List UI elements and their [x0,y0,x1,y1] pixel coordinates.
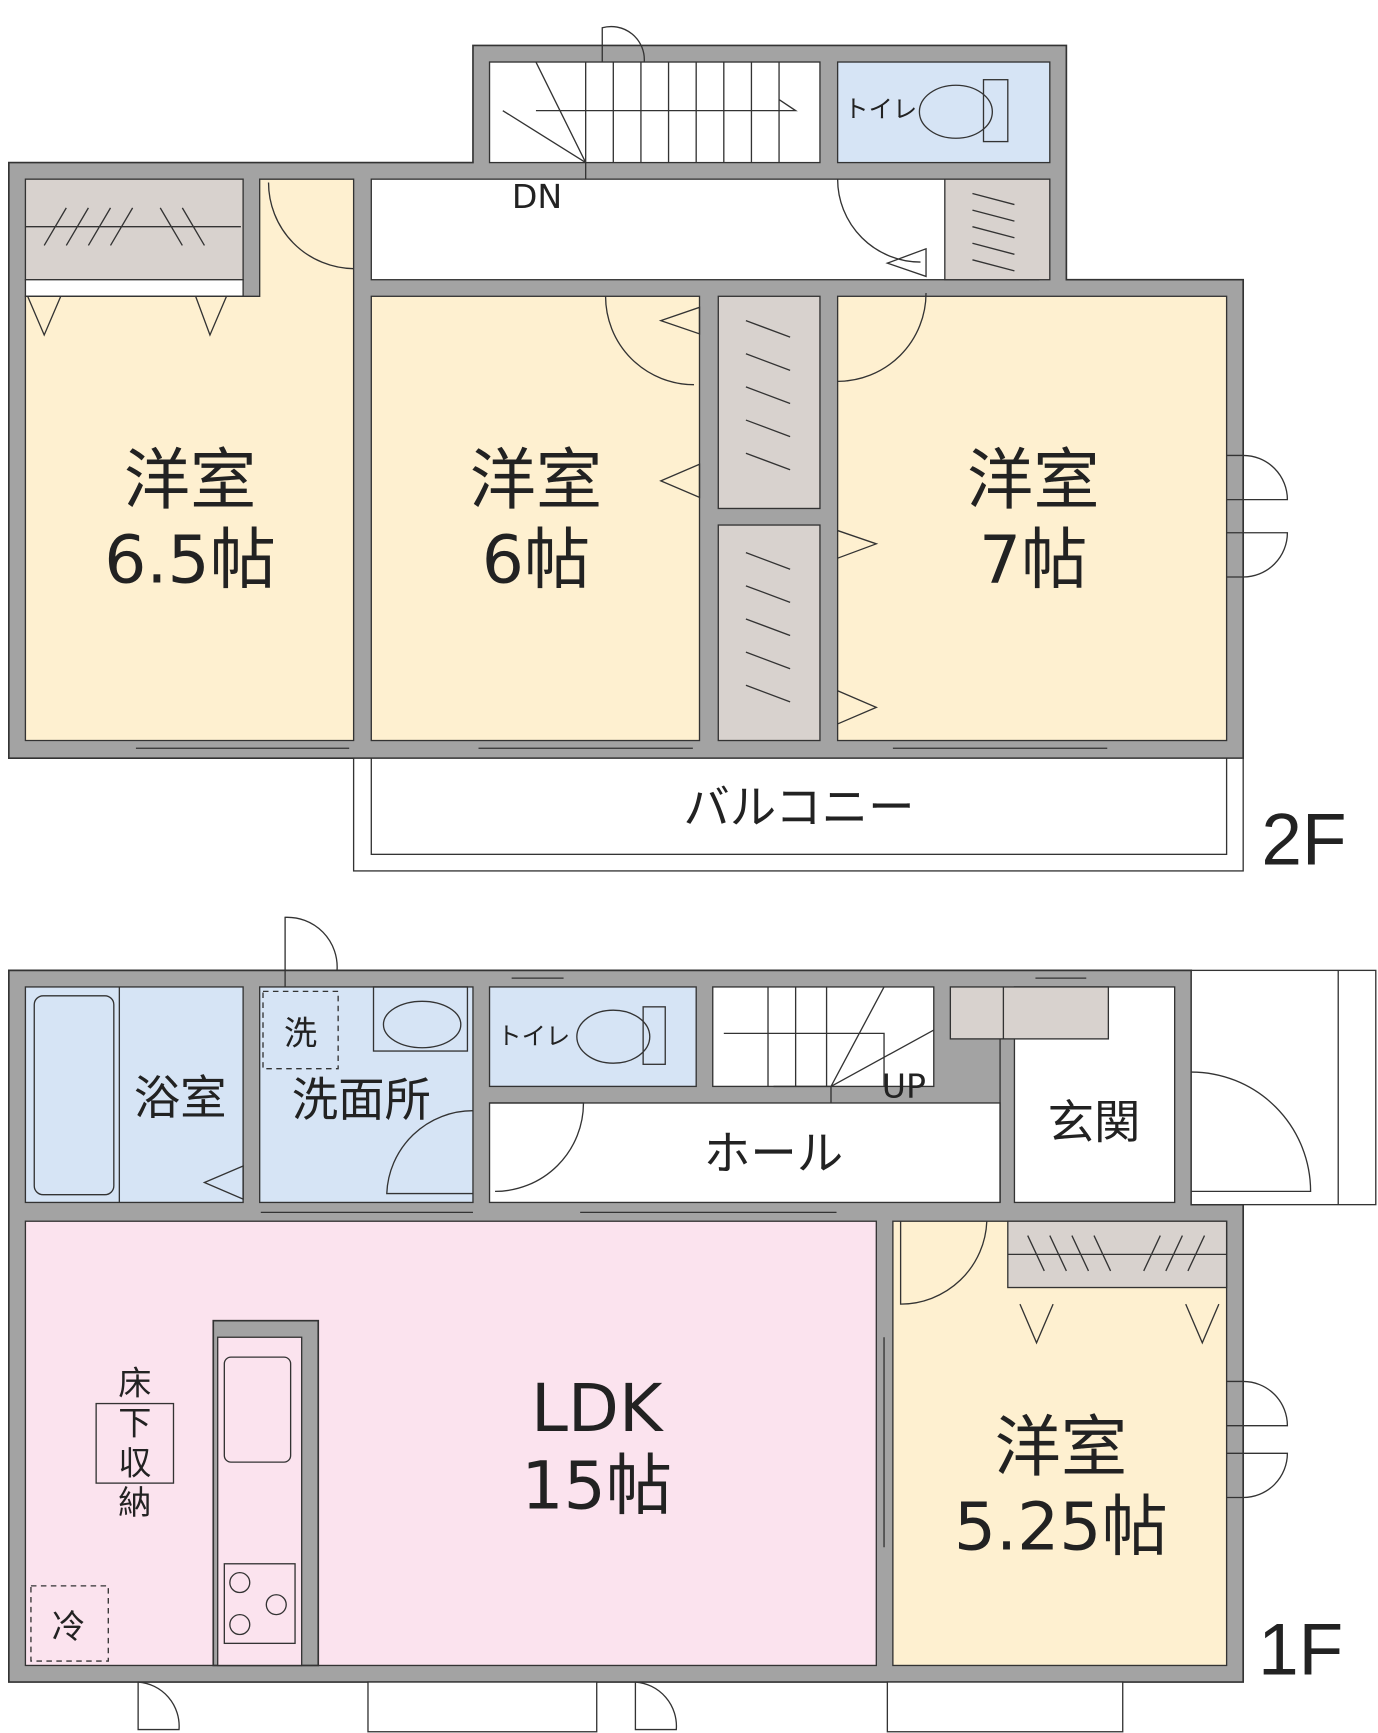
window-swing [1226,454,1289,578]
window-swing [137,1681,678,1731]
window-swing [1226,1380,1289,1499]
door-swing [284,916,473,1195]
entrance-door-swing [1191,970,1339,1205]
toilet-label: トイレ [844,94,917,123]
stairs-label: UP [882,1066,926,1105]
hallway-2f [370,178,1040,281]
door-swing [267,182,354,270]
room-label: 洋室 [995,1408,1128,1486]
room-size: 7帖 [979,521,1087,599]
fridge-space [30,1585,109,1662]
closet-hangers [972,192,1015,272]
floor-label: 1F [1258,1609,1343,1690]
closet-hangers [745,319,791,703]
sink-basin-icon [382,1000,462,1049]
room-label: 洋室 [124,441,257,519]
bath-label: 浴室 [134,1071,227,1125]
closet [24,178,244,281]
shoe-closet [949,986,1110,1040]
windows [8,409,1108,749]
stairs-1f [712,986,935,1088]
floor-1: 浴室 洗面所 洗 トイレ UP ホール 玄関 LDK 15帖 床 下 収 納 冷… [8,916,1377,1733]
washroom [259,986,474,1204]
stove-icon [223,1563,296,1645]
closet-hangers [1007,1235,1227,1345]
room-size: 6帖 [482,521,590,599]
porch [1190,969,1377,1206]
door-swing [604,296,701,499]
kitchen-counter [217,1336,303,1667]
toilet-tank-icon [982,79,1009,143]
divider [999,986,1005,1203]
toilet-2f [836,61,1051,164]
closet-hangers [25,207,241,246]
door-swing [837,292,927,725]
balcony-label: バルコニー [683,780,914,834]
toilet-bowl-icon [918,84,993,139]
bathroom [24,986,244,1204]
floor-label: 2F [1261,799,1346,880]
kitchen-sink-icon [223,1356,292,1463]
room-western-7 [836,295,1228,742]
washroom-label: 洗面所 [292,1073,431,1127]
stairs-label: DN [512,177,562,216]
stairs-2f [488,61,821,164]
balcony [370,757,1228,856]
toilet-1f [488,986,697,1088]
washer-space [262,990,339,1070]
room-western-6-5 [24,178,355,742]
closet [717,524,821,742]
underfloor-label: 納 [118,1483,151,1522]
door-swing [899,1221,988,1305]
sink [372,986,469,1052]
room-size: 5.25帖 [954,1487,1168,1565]
underfloor-label: 収 [118,1443,151,1482]
ldk [24,1220,877,1667]
closet [717,295,821,510]
door-mark [118,986,244,1203]
underfloor-label: 下 [118,1403,151,1442]
underfloor-label: 床 [118,1364,151,1403]
washer-label: 洗 [284,1013,317,1052]
burner-icon [229,1613,251,1636]
entrance-label: 玄関 [1048,1095,1141,1149]
stair-treads [723,986,935,1103]
bathtub [33,995,115,1196]
door-marks [27,296,228,337]
room-size: 6.5帖 [104,521,276,599]
ldk-label: LDK [531,1369,664,1447]
toilet-tank-icon [642,1006,666,1065]
hall-label: ホール [704,1126,843,1180]
room-label: 洋室 [470,441,603,519]
toilet-label: トイレ [497,1021,570,1050]
ldk-size: 15帖 [521,1447,672,1525]
door-swing [601,25,645,63]
stair-treads [502,61,798,180]
closet [944,178,1051,281]
burner-icon [229,1571,251,1594]
door-swing [489,1102,585,1193]
window-bay [886,1681,1124,1733]
room-label: 洋室 [967,441,1100,519]
closet-door [24,279,244,297]
underfloor-storage [95,1402,175,1484]
floor-2: 洋室 6.5帖 洋室 6帖 洋室 7帖 トイレ DN バルコニー 2F [8,25,1347,880]
window-bay [367,1681,598,1733]
windows [8,977,1087,1548]
door-swing [836,179,927,278]
burner-icon [265,1594,287,1616]
fridge-label: 冷 [52,1607,85,1646]
toilet-bowl-icon [576,1009,651,1064]
